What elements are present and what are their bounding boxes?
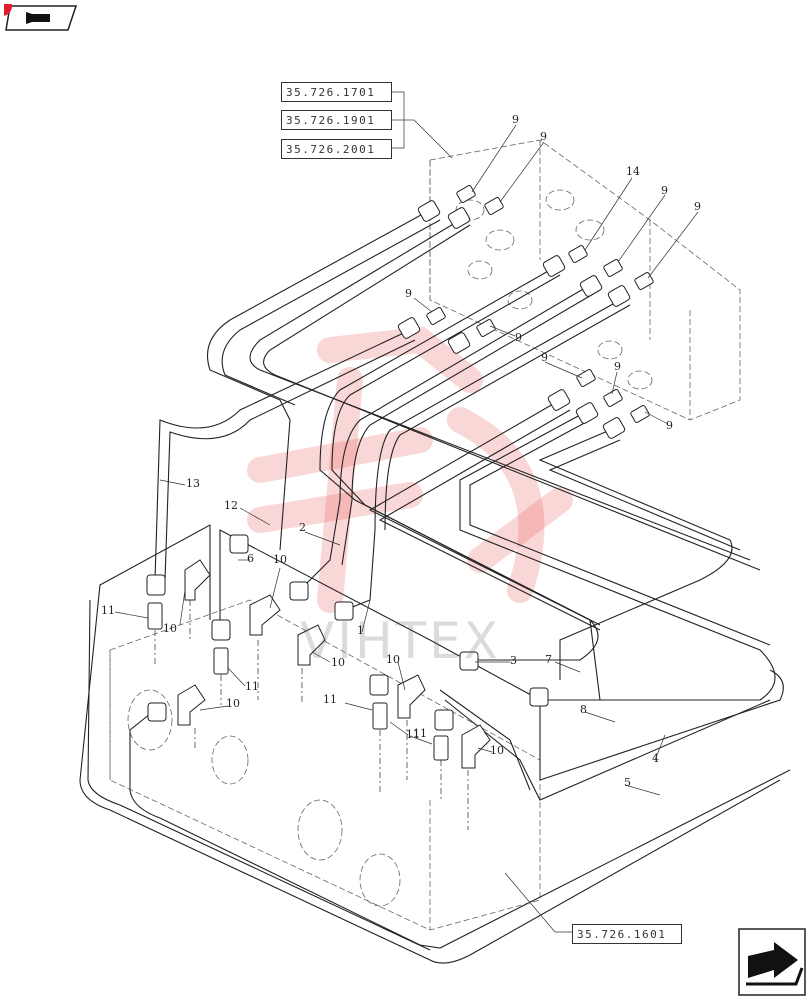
hydraulic-tubes xyxy=(79,209,791,964)
callout-1: 1 xyxy=(357,624,364,637)
adapter-fittings xyxy=(147,185,654,761)
reference-box-35-726-2001[interactable]: 35.726.2001 xyxy=(281,139,392,159)
control-valve-block xyxy=(429,139,741,421)
callout-11: 11 xyxy=(101,604,115,617)
callout-10: 10 xyxy=(386,653,400,666)
callout-9: 9 xyxy=(666,419,673,432)
next-page-button[interactable] xyxy=(738,928,806,996)
leader-lines xyxy=(114,91,699,933)
callout-5: 5 xyxy=(624,776,631,789)
callout-13: 13 xyxy=(186,477,200,490)
callout-9: 9 xyxy=(541,351,548,364)
centre-lines xyxy=(154,600,469,830)
callout-10: 10 xyxy=(490,744,504,757)
callout-9: 9 xyxy=(515,331,522,344)
reference-box-35-726-1701[interactable]: 35.726.1701 xyxy=(281,82,392,102)
lower-manifold-block xyxy=(109,599,541,931)
previous-page-button[interactable] xyxy=(0,0,78,32)
callout-11: 11 xyxy=(245,680,259,693)
callout-10: 10 xyxy=(226,697,240,710)
callout-11: 11 xyxy=(323,693,337,706)
callout-9: 9 xyxy=(512,113,519,126)
callout-9: 9 xyxy=(694,200,701,213)
back-arrow-icon xyxy=(0,0,78,31)
reference-box-35-726-1601[interactable]: 35.726.1601 xyxy=(572,924,682,944)
callout-9: 9 xyxy=(661,184,668,197)
callout-6: 6 xyxy=(247,552,254,565)
callout-9: 9 xyxy=(405,287,412,300)
callout-11: 11 xyxy=(406,728,420,741)
reference-box-35-726-1901[interactable]: 35.726.1901 xyxy=(281,110,392,130)
callout-10: 10 xyxy=(331,656,345,669)
elbow-fittings xyxy=(177,559,491,769)
callout-9: 9 xyxy=(540,130,547,143)
callout-10: 10 xyxy=(163,622,177,635)
forward-arrow-icon xyxy=(738,928,806,996)
callout-10: 10 xyxy=(273,553,287,566)
callout-4: 4 xyxy=(652,752,659,765)
callout-7: 7 xyxy=(545,653,552,666)
callout-8: 8 xyxy=(580,703,587,716)
callout-12: 12 xyxy=(224,499,238,512)
callout-11: 11 xyxy=(413,727,427,740)
callout-9: 9 xyxy=(614,360,621,373)
callout-3: 3 xyxy=(510,654,517,667)
watermark-text: VIHTEX xyxy=(300,612,501,670)
callout-14: 14 xyxy=(626,165,640,178)
tube-fittings xyxy=(146,200,631,731)
callout-2: 2 xyxy=(299,521,306,534)
